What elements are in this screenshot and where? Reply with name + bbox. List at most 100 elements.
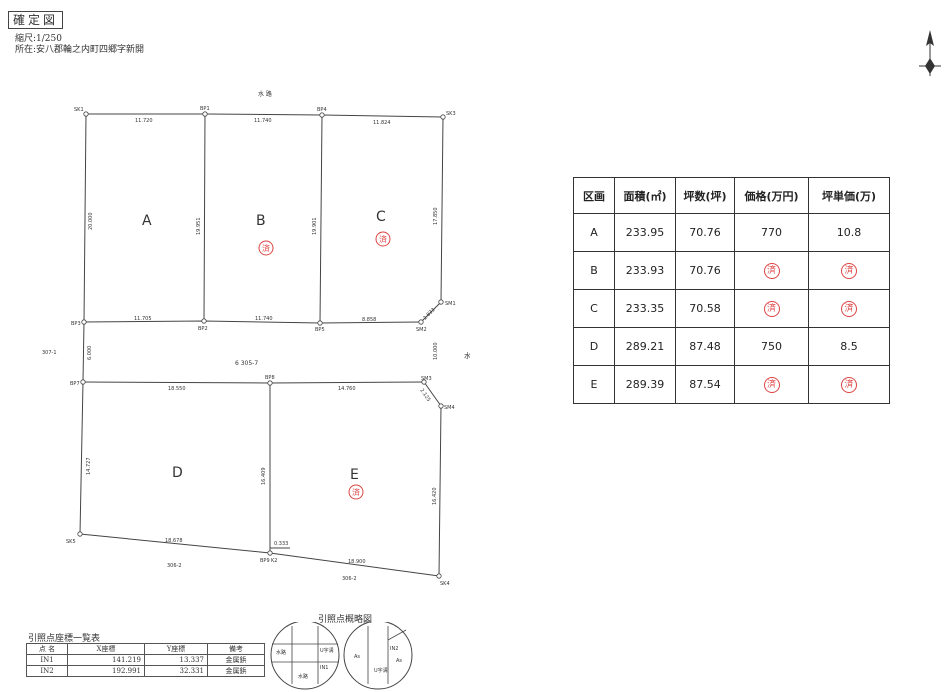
column-header: 坪数(坪): [675, 177, 735, 214]
table-row: E 289.39 87.54 済 済: [573, 365, 890, 404]
point-label: K2: [271, 558, 277, 564]
dimension-label: 8.858: [362, 317, 376, 323]
tsubo-cell: 70.76: [675, 251, 735, 290]
point-label: SK5: [66, 539, 76, 545]
note: 金属鋲: [207, 654, 265, 666]
table-row: IN1 141.219 13.337 金属鋲: [26, 654, 265, 666]
unit-price-cell: 8.5: [808, 327, 890, 366]
sold-stamp-c: 済: [375, 231, 391, 247]
sold-stamp: 済: [841, 376, 857, 393]
y-coordinate: 32.331: [144, 665, 208, 677]
price-cell: 済: [734, 365, 809, 404]
sketch-right: As IN2 As U字溝: [343, 622, 413, 690]
survey-points: [77, 111, 446, 579]
lot-b-label: B: [256, 213, 266, 229]
svg-text:As: As: [396, 658, 402, 664]
sold-stamp: 済: [763, 300, 780, 317]
table-row: C 233.35 70.58 済 済: [573, 289, 890, 328]
point-label: BP4: [317, 107, 327, 113]
price-table-header: 区画 面積(㎡) 坪数(坪) 価格(万円) 坪単価(万): [573, 177, 890, 214]
column-header: 点 名: [26, 643, 68, 655]
dimension-label: 18.550: [168, 386, 186, 392]
sold-stamp: 済: [841, 262, 857, 279]
dimension-label: 17.850: [433, 208, 439, 226]
point-label: BP9: [260, 558, 270, 564]
point-label: SM4: [444, 405, 455, 411]
scale-label: 縮尺:1/250: [15, 34, 62, 44]
x-coordinate: 192.991: [67, 665, 145, 677]
point-label: SM2: [416, 327, 427, 333]
dimension-label: 19.951: [196, 218, 202, 236]
price-cell: 済: [734, 251, 809, 290]
road-label-top: 水 路: [258, 90, 272, 98]
column-header: 面積(㎡): [614, 177, 676, 214]
lot-cell: B: [573, 251, 615, 290]
dimension-label: 14.727: [86, 458, 92, 476]
point-label: BP3: [71, 321, 81, 327]
column-header: 坪単価(万): [808, 177, 890, 214]
tsubo-cell: 70.58: [675, 289, 735, 328]
area-cell: 289.21: [614, 327, 676, 366]
dimension-label: 2.833: [422, 307, 436, 321]
svg-text:済: 済: [352, 487, 360, 497]
sold-stamp-e: 済: [348, 484, 364, 500]
sold-stamp: 済: [841, 300, 857, 317]
column-header: 価格(万円): [734, 177, 809, 214]
lot-bottom-mid-label: 306-2: [167, 563, 182, 569]
survey-plan: 水 路 水 路 6 305-7 307-1 306-2 306-2 A B C …: [42, 90, 470, 587]
area-cell: 233.35: [614, 289, 676, 328]
dimension-label: 16.409: [261, 468, 267, 486]
point-name: IN2: [26, 665, 68, 677]
y-coordinate: 13.337: [144, 654, 208, 666]
north-arrow-icon: [919, 30, 941, 76]
point-label: BP1: [200, 106, 210, 112]
dimension-label: 19.901: [312, 218, 318, 236]
dimension-label: 11.705: [134, 316, 152, 322]
point-label: SM3: [421, 376, 432, 382]
table-row: B 233.93 70.76 済 済: [573, 251, 890, 290]
lot-c-label: C: [376, 209, 386, 225]
unit-price-cell: 済: [808, 365, 890, 404]
column-header: X座標: [67, 643, 145, 655]
x-coordinate: 141.219: [67, 654, 145, 666]
point-name: IN1: [26, 654, 68, 666]
svg-text:U字溝: U字溝: [320, 647, 334, 654]
table-row: IN2 192.991 32.331 金属鋲: [26, 665, 265, 677]
table-row: A 233.95 70.76 770 10.8: [573, 213, 890, 252]
sold-stamp-b: 済: [258, 240, 274, 256]
dimension-label: 18.900: [348, 559, 366, 565]
svg-text:U字溝: U字溝: [374, 667, 388, 674]
note: 金属鋲: [207, 665, 265, 677]
sold-stamp: 済: [763, 262, 780, 279]
unit-price-cell: 済: [808, 251, 890, 290]
location-label: 所在:安八郡輪之内町四郷字新開: [15, 45, 145, 55]
price-cell: 済: [734, 289, 809, 328]
dimension-label: 11.740: [254, 118, 272, 124]
area-cell: 289.39: [614, 365, 676, 404]
area-cell: 233.95: [614, 213, 676, 252]
road-label-right: 水 路: [464, 351, 470, 360]
point-label: BP2: [198, 326, 208, 332]
tsubo-cell: 70.76: [675, 213, 735, 252]
point-label: SK3: [446, 111, 456, 117]
lot-a-label: A: [142, 213, 152, 229]
svg-text:水路: 水路: [276, 649, 286, 656]
point-label: SK1: [74, 107, 84, 113]
dimension-label: 10.000: [433, 343, 439, 361]
dimension-label: 18.678: [165, 538, 183, 544]
dimension-label: 14.760: [338, 386, 356, 392]
tsubo-cell: 87.48: [675, 327, 735, 366]
price-cell: 750: [734, 327, 809, 366]
unit-price-cell: 済: [808, 289, 890, 328]
lot-cell: C: [573, 289, 615, 328]
price-cell: 770: [734, 213, 809, 252]
dimension-label: 16.420: [432, 488, 438, 506]
column-header: Y座標: [144, 643, 208, 655]
point-label: BP7: [70, 381, 80, 387]
lot-bottom-right-label: 306-2: [342, 576, 357, 582]
column-header: 備考: [207, 643, 265, 655]
point-label: BP5: [315, 327, 325, 333]
dimension-label: 0.333: [274, 541, 288, 547]
dimension-label: 20.000: [88, 213, 94, 231]
lot-cell: E: [573, 365, 615, 404]
